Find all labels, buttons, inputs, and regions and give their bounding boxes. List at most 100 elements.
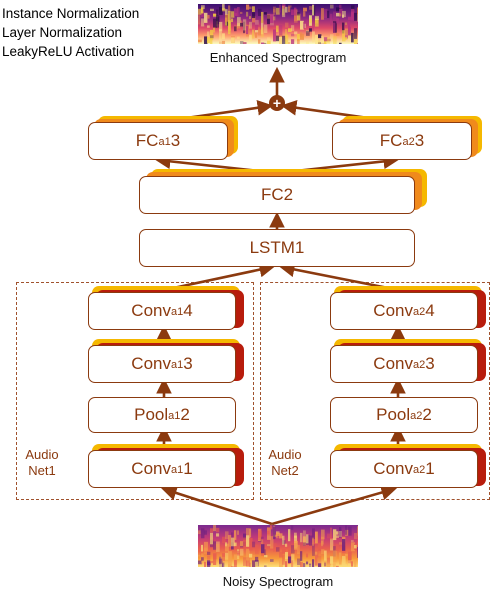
spectrogram-texture-mark: [321, 536, 324, 545]
spectrogram-texture-mark: [336, 12, 340, 17]
spectrogram-texture-mark: [273, 6, 276, 13]
spectrogram-texture-mark: [237, 530, 240, 535]
spectrogram-texture-mark: [354, 560, 357, 567]
merge-node: [269, 95, 285, 111]
spectrogram-texture-mark: [303, 536, 307, 546]
spectrogram-texture-mark: [333, 11, 337, 20]
spectrogram-texture-mark: [342, 10, 346, 18]
spectrogram-texture-mark: [282, 5, 286, 18]
spectrogram-texture-mark: [345, 525, 348, 535]
spectrogram-texture-mark: [309, 535, 313, 546]
spectrogram-texture-mark: [207, 25, 210, 28]
spectrogram-texture-mark: [213, 525, 217, 532]
spectrogram-texture-mark: [354, 533, 358, 539]
spectrogram-texture-mark: [249, 16, 252, 20]
spectrogram-texture-mark: [249, 34, 252, 42]
spectrogram-texture-mark: [276, 7, 280, 15]
spectrogram-texture-mark: [240, 11, 243, 14]
spectrogram-texture-mark: [234, 559, 237, 567]
spectrogram-texture-mark: [270, 559, 274, 562]
spectrogram-texture-mark: [339, 4, 342, 9]
spectrogram-texture-mark: [267, 527, 270, 536]
spectrogram-texture-mark: [213, 26, 216, 33]
spectrogram-texture-mark: [204, 36, 208, 44]
audio-net1-group: [16, 282, 254, 500]
spectrogram-texture-mark: [300, 532, 303, 543]
spectrogram-texture-mark: [348, 551, 352, 560]
spectrogram-texture-mark: [342, 14, 345, 18]
spectrogram-texture-mark: [255, 30, 259, 33]
spectrogram-texture-mark: [255, 561, 259, 567]
spectrogram-texture-mark: [339, 542, 343, 545]
spectrogram-texture-mark: [336, 531, 339, 535]
spectrogram-texture-mark: [219, 563, 222, 567]
spectrogram-texture-mark: [330, 4, 334, 9]
spectrogram-texture-mark: [312, 559, 315, 567]
spectrogram-texture-mark: [204, 12, 208, 23]
enhanced-spectrogram-graphic: [198, 4, 358, 44]
spectrogram-texture-mark: [225, 552, 229, 560]
spectrogram-texture-mark: [213, 552, 217, 560]
spectrogram-texture-mark: [210, 29, 214, 41]
spectrogram-texture-mark: [318, 42, 322, 44]
spectrogram-texture-mark: [234, 8, 238, 17]
spectrogram-texture-mark: [333, 22, 336, 33]
enhanced-spectrogram-image: [198, 4, 358, 44]
spectrogram-texture-mark: [225, 9, 228, 15]
spectrogram-texture-mark: [258, 528, 262, 538]
spectrogram-texture-mark: [288, 5, 292, 8]
spectrogram-texture-mark: [216, 533, 220, 537]
spectrogram-texture-mark: [303, 11, 306, 17]
spectrogram-texture-mark: [234, 13, 238, 16]
spectrogram-texture-mark: [348, 526, 352, 536]
spectrogram-texture-mark: [249, 553, 253, 558]
spectrogram-texture-mark: [324, 39, 327, 44]
spectrogram-texture-mark: [198, 8, 202, 15]
spectrogram-texture-mark: [312, 4, 315, 16]
spectrogram-texture-mark: [240, 548, 244, 556]
enhanced-spectrogram-label: Enhanced Spectrogram: [209, 50, 347, 65]
spectrogram-texture-mark: [306, 41, 309, 44]
spectrogram-texture-mark: [207, 36, 211, 44]
audio-net2-label-line1: Audio: [268, 447, 302, 462]
spectrogram-texture-mark: [276, 532, 280, 536]
spectrogram-texture-mark: [228, 5, 231, 12]
spectrogram-texture-mark: [246, 11, 249, 17]
spectrogram-texture-mark: [297, 12, 300, 16]
spectrogram-texture-mark: [279, 558, 283, 567]
spectrogram-texture-mark: [315, 19, 319, 27]
spectrogram-texture-mark: [318, 34, 322, 39]
spectrogram-texture-mark: [198, 552, 201, 557]
spectrogram-texture-mark: [336, 544, 339, 551]
spectrogram-texture-mark: [315, 34, 319, 44]
spectrogram-texture-mark: [294, 540, 298, 550]
spectrogram-texture-mark: [291, 554, 295, 563]
spectrogram-texture-mark: [339, 530, 342, 538]
spectrogram-texture-mark: [312, 537, 315, 546]
spectrogram-texture-mark: [249, 21, 252, 29]
spectrogram-texture-mark: [210, 37, 213, 44]
spectrogram-texture-mark: [273, 526, 276, 540]
spectrogram-texture-mark: [285, 561, 288, 567]
spectrogram-texture-mark: [243, 533, 247, 540]
spectrogram-texture-mark: [303, 563, 306, 567]
spectrogram-texture-mark: [216, 527, 220, 533]
spectrogram-texture-mark: [327, 37, 330, 43]
spectrogram-texture-mark: [345, 553, 348, 557]
spectrogram-texture-mark: [216, 17, 219, 28]
spectrogram-texture-mark: [273, 16, 276, 21]
spectrogram-texture-mark: [357, 42, 358, 44]
spectrogram-texture-mark: [333, 550, 337, 563]
spectrogram-texture-mark: [237, 552, 240, 556]
spectrogram-texture-mark: [324, 562, 327, 567]
spectrogram-texture-mark: [255, 544, 259, 555]
spectrogram-texture-mark: [348, 33, 352, 42]
fc2-label: FC2: [139, 176, 415, 214]
spectrogram-texture-mark: [225, 14, 229, 22]
spectrogram-texture-mark: [222, 4, 225, 11]
spectrogram-texture-mark: [321, 529, 325, 540]
spectrogram-texture-mark: [348, 16, 352, 21]
